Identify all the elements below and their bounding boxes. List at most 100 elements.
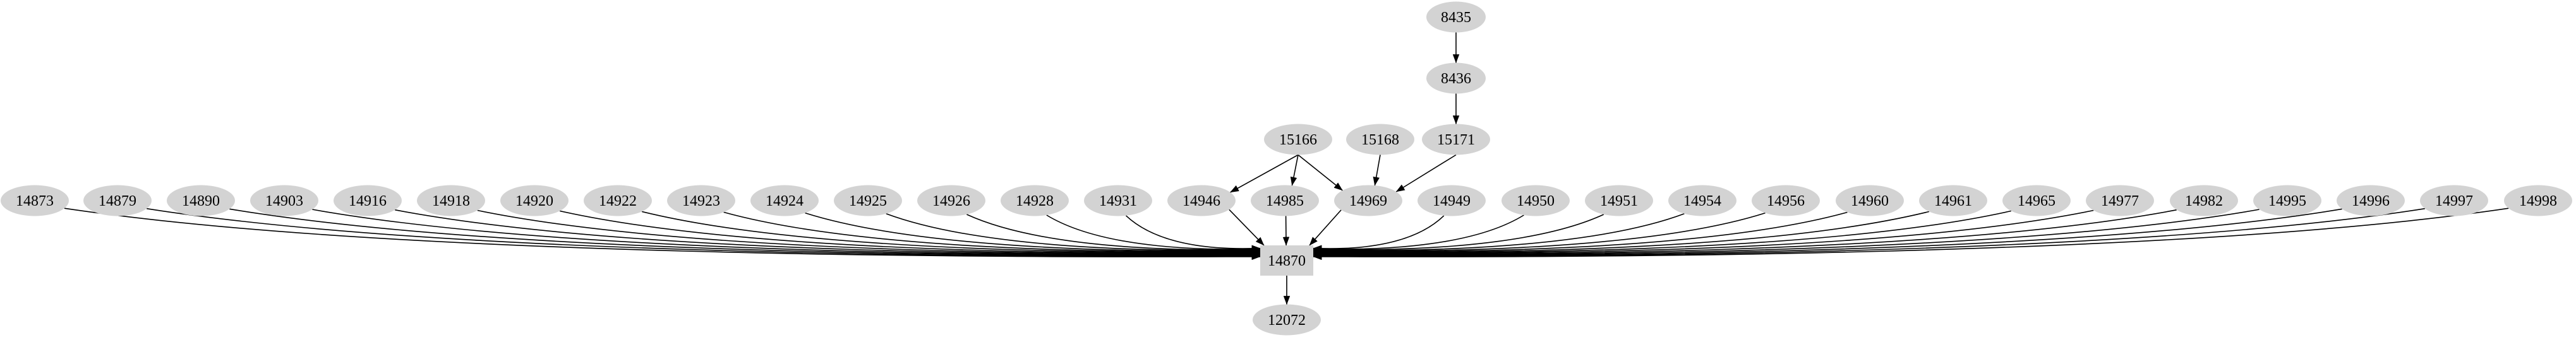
edge-14960-14870 [1313,211,1848,255]
edge-14924-14870 [805,212,1261,255]
node-ellipse-shape [667,185,735,216]
edge-14977-14870 [1313,209,2094,257]
node-14925: 14925 [834,185,902,216]
node-ellipse-shape [1,185,69,216]
node-ellipse-shape [1585,185,1653,216]
node-14920: 14920 [500,185,569,216]
edge-14923-14870 [723,211,1261,255]
node-label: 14997 [2435,193,2473,209]
node-14982: 14982 [2170,185,2238,216]
node-ellipse-shape [1836,185,1904,216]
node-ellipse-shape [417,185,485,216]
edge-14954-14870 [1313,213,1685,254]
node-14922: 14922 [584,185,652,216]
node-ellipse-shape [917,185,985,216]
node-15166: 15166 [1264,124,1332,155]
node-label: 14998 [2519,193,2557,209]
node-ellipse-shape [584,185,652,216]
node-label: 14903 [265,193,303,209]
node-ellipse-shape [83,185,152,216]
edge-14996-14870 [1313,208,2342,259]
edge-15166-14946 [1230,154,1299,193]
node-14903: 14903 [250,185,318,216]
edge-layer [64,32,2509,305]
node-ellipse-shape [1264,124,1332,155]
node-14928: 14928 [1001,185,1069,216]
node-14997: 14997 [2420,185,2488,216]
edge-14998-14870 [1313,208,2509,261]
node-label: 14928 [1016,193,1054,209]
node-label: 14996 [2352,193,2390,209]
node-ellipse-shape [167,185,235,216]
node-14873: 14873 [1,185,69,216]
node-label: 14879 [99,193,136,209]
node-label: 8435 [1441,9,1471,26]
node-ellipse-shape [1426,62,1486,94]
node-ellipse-shape [1084,185,1152,216]
node-label: 14961 [1934,193,1972,209]
node-14985: 14985 [1251,185,1319,216]
edge-14926-14870 [966,214,1261,254]
node-label: 14925 [849,193,887,209]
node-ellipse-shape [1251,185,1319,216]
edge-14995-14870 [1313,209,2260,259]
node-14995: 14995 [2253,185,2321,216]
node-label: 14916 [349,193,387,209]
node-label: 14946 [1183,193,1220,209]
edge-14918-14870 [477,209,1261,257]
node-ellipse-shape [1253,304,1321,336]
edge-14997-14870 [1313,208,2426,260]
node-14969: 14969 [1334,185,1402,216]
node-ellipse-shape [2170,185,2238,216]
node-label: 14920 [515,193,553,209]
edge-15166-14969 [1297,154,1343,191]
node-label: 14982 [2185,193,2223,209]
node-14918: 14918 [417,185,485,216]
node-14870: 14870 [1260,245,1313,276]
node-ellipse-shape [2253,185,2321,216]
node-label: 14954 [1683,193,1721,209]
node-14890: 14890 [167,185,235,216]
node-label: 14870 [1268,253,1306,269]
node-14998: 14998 [2504,185,2572,216]
node-label: 14951 [1600,193,1638,209]
node-ellipse-shape [2002,185,2071,216]
edge-14916-14870 [395,209,1261,258]
node-14923: 14923 [667,185,735,216]
node-label: 12072 [1268,312,1306,329]
node-14950: 14950 [1502,185,1570,216]
edge-14920-14870 [559,210,1261,257]
node-label: 15171 [1437,132,1475,148]
edge-14873-14870 [64,208,1261,261]
edge-14951-14870 [1313,214,1604,253]
node-ellipse-shape [1502,185,1570,216]
node-ellipse-shape [1417,185,1486,216]
node-14965: 14965 [2002,185,2071,216]
node-label: 14985 [1266,193,1304,209]
edge-14950-14870 [1313,214,1524,252]
node-ellipse-shape [334,185,402,216]
node-label: 14931 [1099,193,1137,209]
node-8436: 8436 [1426,62,1486,94]
node-label: 14960 [1851,193,1889,209]
edge-14931-14870 [1125,215,1261,252]
node-ellipse-shape [2086,185,2154,216]
node-ellipse-shape [834,185,902,216]
edge-14925-14870 [886,213,1261,254]
node-ellipse-shape [1001,185,1069,216]
node-ellipse-shape [1668,185,1736,216]
node-14951: 14951 [1585,185,1653,216]
node-label: 14956 [1767,193,1805,209]
node-14977: 14977 [2086,185,2154,216]
node-label: 14995 [2268,193,2306,209]
edge-14982-14870 [1313,209,2177,258]
node-ellipse-shape [500,185,569,216]
node-14961: 14961 [1919,185,1987,216]
node-14960: 14960 [1836,185,1904,216]
node-label: 14924 [766,193,803,209]
node-ellipse-shape [1752,185,1820,216]
edge-15171-14969 [1395,154,1457,192]
edge-14961-14870 [1313,211,1930,256]
edge-14949-14870 [1313,215,1445,252]
